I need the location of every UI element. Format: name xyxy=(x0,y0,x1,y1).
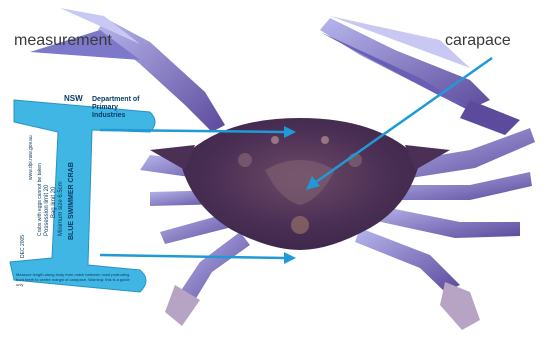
gauge-instructions: Measure length along body from notch bet… xyxy=(16,272,134,287)
gauge-species: BLUE SWIMMER CRAB xyxy=(68,120,75,240)
gauge-possession: Possession limit 20 xyxy=(44,146,50,236)
gauge-bag-limit: Bag limit 20 xyxy=(51,158,57,218)
gauge-website: www.dpi.nsw.gov.au xyxy=(28,110,34,180)
carapace-label: carapace xyxy=(445,32,511,50)
gauge-min-size: Minimum size 6.5cm xyxy=(58,146,64,236)
gauge-department: Department of Primary Industries xyxy=(92,96,152,120)
gauge-logo: NSW xyxy=(64,94,83,103)
gauge-berried: Crabs with eggs cannot be taken xyxy=(37,146,43,236)
gauge-code: DEC 2005 xyxy=(20,218,26,258)
measurement-label: measurement xyxy=(14,32,112,50)
